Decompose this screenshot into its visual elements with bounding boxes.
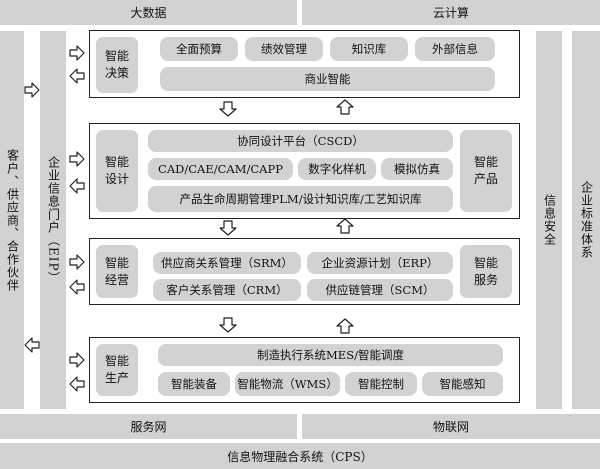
eip-label: 企业信息门户（EIP） [46, 155, 61, 285]
arrow-up-icon [336, 218, 354, 234]
arrow-left-icon [69, 178, 85, 194]
production-item: 智能物流（WMS） [235, 372, 340, 396]
production-item: 智能感知 [422, 372, 503, 396]
big-data-label: 大数据 [130, 6, 167, 20]
erp-box: 企业资源计划（ERP） [307, 252, 453, 274]
production-item-text: 智能感知 [439, 377, 486, 391]
decision-item-text: 外部信息 [432, 42, 478, 56]
partners-column: 客户、供应商、合作伙伴 [0, 31, 24, 409]
cps-bar: 信息物理融合系统（CPS） [0, 443, 600, 469]
srm-box: 供应商关系管理（SRM） [153, 252, 301, 274]
production-item-text: 智能装备 [171, 377, 217, 391]
crm-box: 客户关系管理（CRM） [153, 279, 301, 301]
enterprise-standards-column: 企业标准体系 [572, 31, 600, 409]
cscd-text: 协同设计平台（CSCD） [237, 134, 364, 148]
operation-label: 智能经营 [96, 245, 138, 298]
digital-prototype-box: 数字化样机 [298, 158, 376, 180]
smart-service-text: 智能服务 [473, 255, 498, 287]
service-network-bar: 服务网 [0, 414, 297, 439]
decision-item-text: 知识库 [351, 42, 387, 56]
arrow-right-icon [69, 45, 85, 61]
partners-label: 客户、供应商、合作伙伴 [5, 148, 20, 292]
cloud-computing-label: 云计算 [432, 6, 469, 20]
arrow-down-icon [219, 220, 237, 236]
scm-text: 供应链管理（SCM） [325, 283, 435, 297]
cloud-computing-bar: 云计算 [302, 0, 600, 25]
mes-box: 制造执行系统MES/智能调度 [158, 344, 503, 366]
decision-item-text: 全面预算 [176, 42, 222, 56]
cad-box: CAD/CAE/CAM/CAPP [148, 158, 293, 180]
decision-label-text: 智能决策 [104, 49, 129, 80]
production-item-text: 智能控制 [358, 377, 404, 391]
crm-text: 客户关系管理（CRM） [166, 283, 288, 297]
info-security-label: 信息安全 [542, 194, 557, 246]
scm-box: 供应链管理（SCM） [307, 279, 453, 301]
arrow-right-icon [69, 151, 85, 167]
arrow-up-icon [336, 318, 354, 334]
arrow-left-icon [24, 337, 40, 353]
eip-column: 企业信息门户（EIP） [40, 31, 66, 409]
cad-text: CAD/CAE/CAM/CAPP [158, 162, 283, 176]
iot-bar: 物联网 [302, 414, 600, 439]
enterprise-standards-label: 企业标准体系 [579, 181, 594, 259]
arrow-right-icon [69, 352, 85, 368]
arrow-left-icon [69, 279, 85, 295]
info-security-column: 信息安全 [536, 31, 562, 409]
production-item: 智能控制 [345, 372, 417, 396]
production-item-text: 智能物流（WMS） [237, 377, 338, 391]
arrow-right-icon [69, 254, 85, 270]
arrow-down-icon [219, 101, 237, 117]
design-label: 智能设计 [96, 130, 138, 212]
business-intelligence-box: 商业智能 [160, 67, 495, 91]
cps-label: 信息物理融合系统（CPS） [227, 449, 373, 464]
big-data-bar: 大数据 [0, 0, 297, 25]
design-label-text: 智能设计 [104, 155, 129, 186]
erp-text: 企业资源计划（ERP） [321, 256, 439, 270]
decision-item: 绩效管理 [245, 37, 323, 61]
smart-service-label: 智能服务 [460, 245, 512, 298]
decision-item-text: 绩效管理 [261, 42, 307, 56]
production-item: 智能装备 [158, 372, 230, 396]
service-network-label: 服务网 [130, 420, 167, 434]
cscd-box: 协同设计平台（CSCD） [148, 130, 453, 152]
simulation-box: 模拟仿真 [381, 158, 453, 180]
arrow-down-icon [219, 317, 237, 333]
production-label: 智能生产 [96, 344, 138, 396]
decision-item: 外部信息 [415, 37, 495, 61]
arrow-left-icon [69, 68, 85, 84]
decision-label: 智能决策 [96, 37, 138, 93]
plm-text: 产品生命周期管理PLM/设计知识库/工艺知识库 [179, 192, 422, 206]
simulation-text: 模拟仿真 [394, 162, 440, 176]
plm-box: 产品生命周期管理PLM/设计知识库/工艺知识库 [148, 186, 453, 212]
arrow-right-icon [24, 82, 40, 98]
digital-prototype-text: 数字化样机 [308, 162, 366, 176]
decision-item: 全面预算 [160, 37, 238, 61]
decision-item: 知识库 [330, 37, 408, 61]
arrow-left-icon [69, 376, 85, 392]
smart-product-text: 智能产品 [473, 155, 498, 186]
production-label-text: 智能生产 [104, 354, 129, 385]
operation-label-text: 智能经营 [104, 255, 129, 287]
srm-text: 供应商关系管理（SRM） [161, 256, 293, 270]
iot-label: 物联网 [432, 420, 469, 434]
mes-text: 制造执行系统MES/智能调度 [257, 348, 404, 362]
arrow-up-icon [336, 99, 354, 115]
smart-product-label: 智能产品 [460, 130, 512, 212]
business-intelligence-text: 商业智能 [304, 72, 351, 86]
